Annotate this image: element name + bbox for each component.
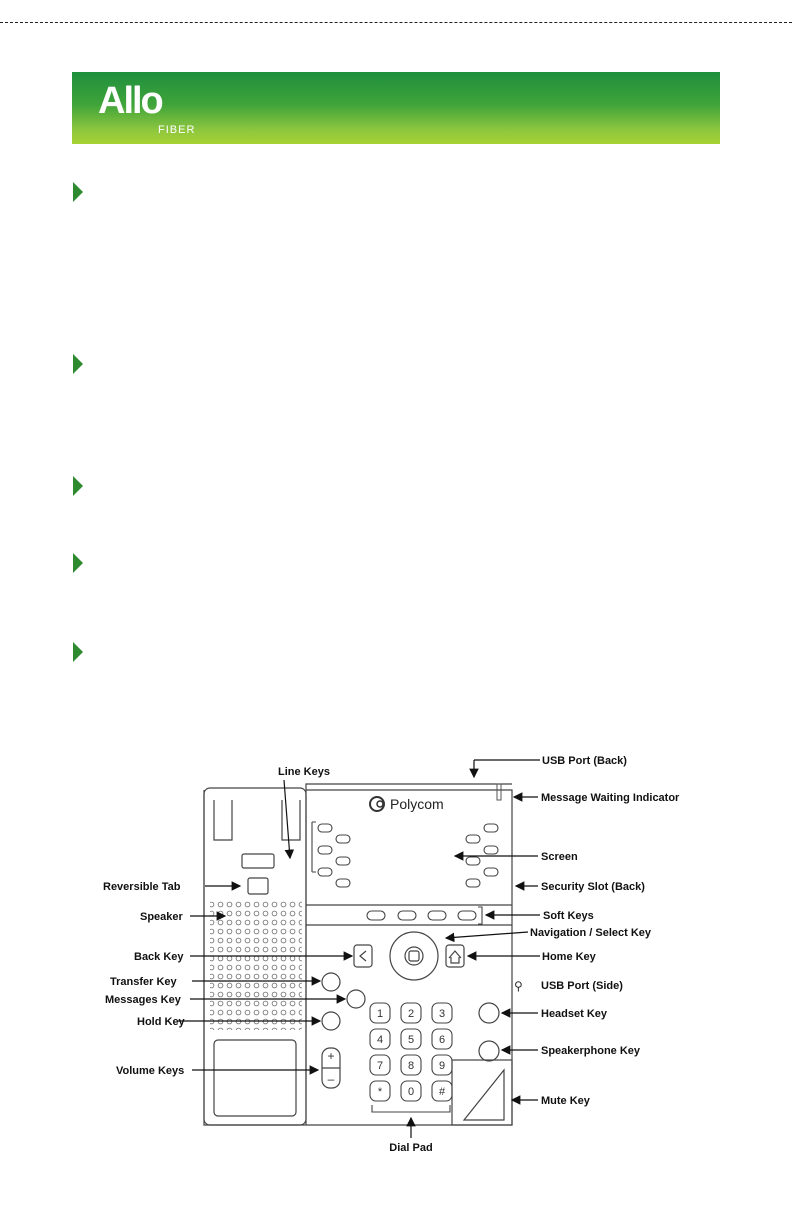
soft-keys [366,906,483,925]
label-line-keys: Line Keys [278,766,330,778]
dial-key-1: 1 [377,1008,383,1020]
label-hold-key: Hold Key [137,1016,186,1028]
label-screen: Screen [541,851,578,863]
allo-fiber-logo: Allo FIBER [98,80,208,140]
label-reversible-tab: Reversible Tab [103,881,181,893]
label-security-slot: Security Slot (Back) [541,881,645,893]
dial-key-6: 6 [439,1034,445,1046]
label-usb-side: USB Port (Side) [541,980,623,992]
label-headset-key: Headset Key [541,1008,608,1020]
label-volume-keys: Volume Keys [116,1065,184,1077]
bullet-arrow-icon [73,476,83,496]
header-banner [72,72,720,144]
label-mwi: Message Waiting Indicator [541,792,680,804]
line-keys-right [465,823,499,888]
usb-icon: ⚲ [514,979,523,993]
label-back-key: Back Key [134,951,184,963]
dial-key-0: 0 [408,1086,414,1098]
polycom-logo: Polycom [369,796,444,812]
label-home-key: Home Key [542,951,597,963]
callout-arrows [178,759,540,1138]
bullet-arrow-icon [73,354,83,374]
bullet-arrow-icon [73,642,83,662]
function-keys [321,972,505,1121]
dial-key-2: 2 [408,1008,414,1020]
label-nav-select: Navigation / Select Key [530,927,652,939]
dial-key-7: 7 [377,1060,383,1072]
bullet-arrow-icon [73,182,83,202]
svg-text:–: – [328,1072,335,1086]
label-mute-key: Mute Key [541,1095,591,1107]
svg-text:+: + [327,1049,334,1063]
bullet-arrow-icon [73,553,83,573]
label-dial-pad: Dial Pad [389,1142,432,1154]
dial-pad [369,1002,453,1113]
mwi-led [496,783,502,801]
label-messages-key: Messages Key [105,994,182,1006]
dial-key-3: 3 [439,1008,445,1020]
callout-labels: Line Keys USB Port (Back) Message Waitin… [103,755,680,1154]
label-transfer-key: Transfer Key [110,976,178,988]
logo-brand: Allo [98,80,164,122]
polycom-brand: Polycom [390,796,444,812]
line-keys-left [311,821,351,888]
dial-key-5: 5 [408,1034,414,1046]
label-speakerphone-key: Speakerphone Key [541,1045,641,1057]
navigation-cluster [353,931,465,981]
dial-key-9: 9 [439,1060,445,1072]
label-usb-back: USB Port (Back) [542,755,627,767]
dial-key-star: * [378,1086,383,1098]
label-soft-keys: Soft Keys [543,910,594,922]
speaker-grille [210,900,302,1030]
cut-line [0,22,792,23]
logo-sub: FIBER [158,124,196,136]
dial-key-hash: # [439,1086,446,1098]
dial-key-4: 4 [377,1034,383,1046]
label-speaker: Speaker [140,911,184,923]
dial-key-8: 8 [408,1060,414,1072]
dial-pad-labels: 1 2 3 4 5 6 7 8 9 * 0 # [377,1008,446,1098]
